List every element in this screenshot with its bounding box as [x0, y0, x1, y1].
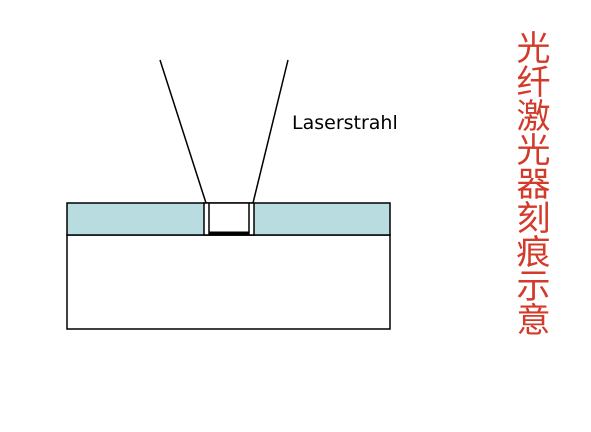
- substrate-block: [66, 234, 391, 330]
- laser-beam-left-edge: [159, 59, 207, 204]
- scribe-groove: [203, 202, 255, 236]
- diagram-caption: 光纤激光器刻痕示意: [510, 30, 550, 336]
- laser-beam-label: Laserstrahl: [292, 112, 398, 134]
- laser-beam-right-edge: [252, 59, 289, 204]
